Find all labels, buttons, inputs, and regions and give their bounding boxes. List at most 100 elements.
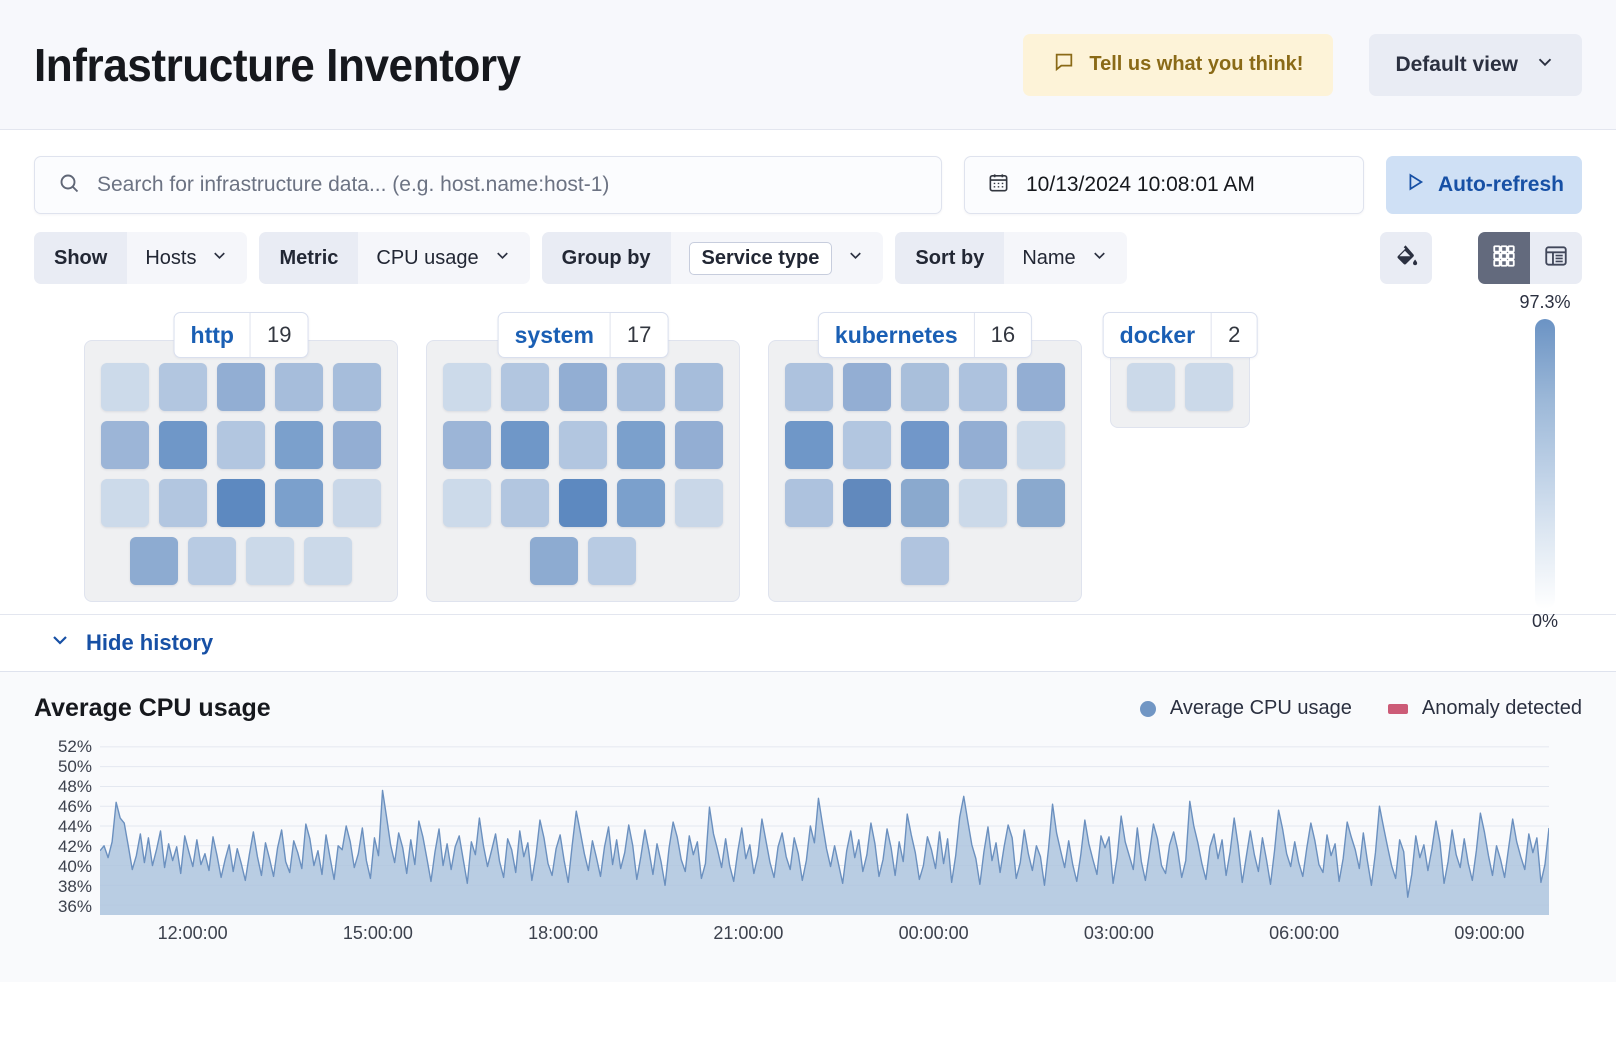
legend-square-icon — [1387, 703, 1408, 714]
date-picker[interactable]: 10/13/2024 10:08:01 AM — [964, 156, 1364, 214]
heatmap-cell[interactable] — [101, 363, 149, 411]
group-name: kubernetes — [834, 321, 958, 348]
heatmap-cell[interactable] — [901, 363, 949, 411]
heatmap-cell[interactable] — [1127, 363, 1175, 411]
heatmap-cell[interactable] — [501, 421, 549, 469]
color-legend: 97.3% 0% — [1519, 292, 1570, 632]
heatmap-cell[interactable] — [246, 537, 294, 585]
heatmap-cell[interactable] — [101, 479, 149, 527]
heatmap-cell[interactable] — [333, 421, 381, 469]
heatmap-cell[interactable] — [843, 479, 891, 527]
palette-button[interactable] — [1380, 232, 1432, 284]
heatmap-cell[interactable] — [901, 479, 949, 527]
y-tick: 48% — [57, 777, 92, 796]
heatmap-cell[interactable] — [785, 479, 833, 527]
heatmap-cell[interactable] — [843, 421, 891, 469]
heatmap-cell[interactable] — [501, 363, 549, 411]
heatmap-cell[interactable] — [275, 479, 323, 527]
heatmap-cell[interactable] — [333, 479, 381, 527]
heatmap-cell[interactable] — [617, 421, 665, 469]
heatmap-cell[interactable] — [959, 363, 1007, 411]
search-icon — [57, 171, 81, 200]
heatmap-cell[interactable] — [559, 479, 607, 527]
heatmap-cell[interactable] — [159, 363, 207, 411]
heatmap-cell[interactable] — [443, 363, 491, 411]
group-body — [768, 340, 1082, 602]
heatmap-cell[interactable] — [443, 421, 491, 469]
heatmap-cell[interactable] — [588, 537, 636, 585]
heatmap-row — [901, 537, 949, 585]
heatmap-cell[interactable] — [275, 421, 323, 469]
x-tick: 12:00:00 — [157, 923, 228, 943]
heatmap-cell[interactable] — [130, 537, 178, 585]
heatmap-cell[interactable] — [275, 363, 323, 411]
heatmap-cell[interactable] — [959, 479, 1007, 527]
heatmap-cell[interactable] — [217, 421, 265, 469]
heatmap-cell[interactable] — [785, 421, 833, 469]
heatmap-cell[interactable] — [559, 363, 607, 411]
heatmap-cell[interactable] — [675, 479, 723, 527]
view-selector-label: Default view — [1395, 52, 1518, 76]
group-body — [1110, 340, 1250, 428]
heatmap-cell[interactable] — [901, 421, 949, 469]
legend-item-average-cpu-usage[interactable]: Average CPU usage — [1139, 697, 1352, 720]
app-header: Infrastructure Inventory Tell us what yo… — [0, 0, 1616, 130]
heatmap-cell[interactable] — [617, 479, 665, 527]
search-input[interactable]: Search for infrastructure data... (e.g. … — [34, 156, 942, 214]
heatmap-cell[interactable] — [1017, 479, 1065, 527]
group-name: http — [190, 321, 234, 348]
view-selector[interactable]: Default view — [1369, 33, 1582, 96]
heatmap-cell[interactable] — [1185, 363, 1233, 411]
heatmap-cell[interactable] — [304, 537, 352, 585]
chevron-down-icon — [48, 628, 72, 658]
feedback-button[interactable]: Tell us what you think! — [1023, 33, 1334, 96]
filter-group-by-value[interactable]: Service type — [670, 232, 884, 284]
group-title-kubernetes[interactable]: kubernetes 16 — [817, 312, 1033, 358]
heatmap-cell[interactable] — [443, 479, 491, 527]
heatmap-cell[interactable] — [501, 479, 549, 527]
heatmap-cell[interactable] — [1017, 363, 1065, 411]
filter-group-by: Group by Service type — [541, 232, 884, 284]
heatmap-cell[interactable] — [333, 363, 381, 411]
x-tick: 06:00:00 — [1269, 923, 1340, 943]
heatmap-cell[interactable] — [559, 421, 607, 469]
legend-item-anomaly-detected[interactable]: Anomaly detected — [1387, 697, 1582, 720]
heatmap-cell[interactable] — [188, 537, 236, 585]
heatmap-cell[interactable] — [159, 479, 207, 527]
heatmap-cell[interactable] — [217, 363, 265, 411]
grid-view-button[interactable] — [1478, 232, 1530, 284]
filter-metric-value[interactable]: CPU usage — [358, 232, 530, 284]
auto-refresh-button[interactable]: Auto-refresh — [1386, 156, 1582, 214]
grid-view-icon — [1491, 243, 1517, 274]
heatmap-cell[interactable] — [785, 363, 833, 411]
heatmap-cell[interactable] — [217, 479, 265, 527]
chart-legend: Average CPU usage Anomaly detected — [1139, 697, 1582, 720]
page-title: Infrastructure Inventory — [34, 38, 521, 91]
x-tick: 18:00:00 — [528, 923, 599, 943]
heatmap-cell[interactable] — [959, 421, 1007, 469]
chevron-down-icon — [1090, 246, 1109, 271]
filter-show: Show Hosts — [34, 232, 248, 284]
table-view-button[interactable] — [1530, 232, 1582, 284]
heatmap-cell[interactable] — [843, 363, 891, 411]
heatmap-cell[interactable] — [675, 421, 723, 469]
filter-show-value[interactable]: Hosts — [127, 232, 248, 284]
heatmap-cell[interactable] — [675, 363, 723, 411]
heatmap-cell[interactable] — [101, 421, 149, 469]
legend-label-anomaly: Anomaly detected — [1421, 697, 1582, 719]
group-count: 16 — [973, 313, 1031, 357]
heatmap-cell[interactable] — [617, 363, 665, 411]
heatmap-cell[interactable] — [159, 421, 207, 469]
hide-history-toggle[interactable]: Hide history — [0, 614, 1616, 672]
x-tick: 00:00:00 — [898, 923, 969, 943]
heatmap-cell[interactable] — [1017, 421, 1065, 469]
heatmap-cell[interactable] — [901, 537, 949, 585]
filter-sort-by-value[interactable]: Name — [1004, 232, 1127, 284]
heatmap-cell[interactable] — [530, 537, 578, 585]
heatmap-row — [443, 479, 723, 527]
